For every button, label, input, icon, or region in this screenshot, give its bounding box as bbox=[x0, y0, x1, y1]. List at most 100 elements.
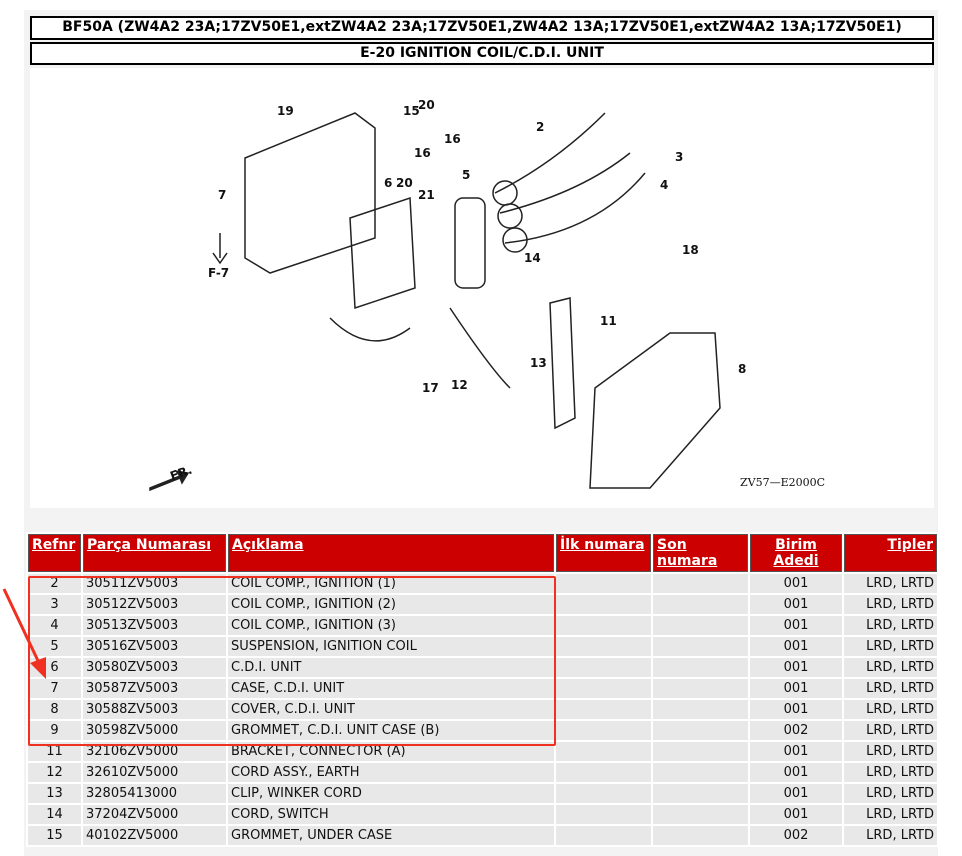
cell-quantity: 002 bbox=[750, 826, 842, 845]
cell-description: CORD, SWITCH bbox=[228, 805, 554, 824]
cell-description: GROMMET, UNDER CASE bbox=[228, 826, 554, 845]
callout: 21 bbox=[418, 188, 435, 202]
cell-description: BRACKET, CONNECTOR (A) bbox=[228, 742, 554, 761]
cell-last-number bbox=[653, 595, 748, 614]
cell-first-number bbox=[556, 574, 651, 593]
cell-first-number bbox=[556, 742, 651, 761]
case-outline bbox=[244, 112, 376, 274]
cell-part-number: 30513ZV5003 bbox=[83, 616, 226, 635]
callout: 17 bbox=[422, 381, 439, 395]
model-title: BF50A (ZW4A2 23A;17ZV50E1,extZW4A2 23A;1… bbox=[30, 16, 934, 40]
red-arrow-annotation bbox=[2, 588, 46, 679]
cell-first-number bbox=[556, 721, 651, 740]
header-types[interactable]: Tipler bbox=[844, 534, 937, 572]
header-quantity[interactable]: Birim Adedi bbox=[750, 534, 842, 572]
cell-refnr: 15 bbox=[28, 826, 81, 845]
callout: 2 bbox=[536, 120, 545, 134]
cell-quantity: 001 bbox=[750, 595, 842, 614]
callout: 18 bbox=[682, 243, 699, 257]
cell-types: LRD, LRTD bbox=[844, 826, 937, 845]
callout: 13 bbox=[530, 356, 547, 370]
cell-part-number: 30512ZV5003 bbox=[83, 595, 226, 614]
header-first-number[interactable]: İlk numara bbox=[556, 534, 651, 572]
cell-refnr: 5 bbox=[28, 637, 81, 656]
cell-description: CASE, C.D.I. UNIT bbox=[228, 679, 554, 698]
cell-quantity: 001 bbox=[750, 679, 842, 698]
cell-last-number bbox=[653, 658, 748, 677]
cell-last-number bbox=[653, 637, 748, 656]
callout: 4 bbox=[660, 178, 669, 192]
cell-last-number bbox=[653, 679, 748, 698]
callout: 6 bbox=[384, 176, 393, 190]
cell-types: LRD, LRTD bbox=[844, 784, 937, 803]
cell-quantity: 001 bbox=[750, 637, 842, 656]
cell-part-number: 32610ZV5000 bbox=[83, 763, 226, 782]
cell-first-number bbox=[556, 658, 651, 677]
cell-refnr: 2 bbox=[28, 574, 81, 593]
header-refnr[interactable]: Refnr bbox=[28, 534, 81, 572]
cover bbox=[589, 332, 721, 489]
cell-description: C.D.I. UNIT bbox=[228, 658, 554, 677]
callout: 14 bbox=[524, 251, 541, 265]
header-last-number[interactable]: Son numara bbox=[653, 534, 748, 572]
cell-types: LRD, LRTD bbox=[844, 742, 937, 761]
cell-first-number bbox=[556, 679, 651, 698]
cell-description: COIL COMP., IGNITION (3) bbox=[228, 616, 554, 635]
cell-types: LRD, LRTD bbox=[844, 574, 937, 593]
diagram-code: ZV57—E2000C bbox=[740, 476, 826, 489]
cell-first-number bbox=[556, 616, 651, 635]
cell-last-number bbox=[653, 826, 748, 845]
cell-last-number bbox=[653, 805, 748, 824]
cell-part-number: 30580ZV5003 bbox=[83, 658, 226, 677]
cell-description: COIL COMP., IGNITION (1) bbox=[228, 574, 554, 593]
cell-types: LRD, LRTD bbox=[844, 721, 937, 740]
cell-part-number: 30587ZV5003 bbox=[83, 679, 226, 698]
cdi-unit bbox=[349, 196, 416, 310]
header-part-number[interactable]: Parça Numarası bbox=[83, 534, 226, 572]
front-arrow bbox=[149, 469, 190, 492]
coil-suspension bbox=[454, 197, 486, 289]
cell-description: COVER, C.D.I. UNIT bbox=[228, 700, 554, 719]
cell-last-number bbox=[653, 721, 748, 740]
cell-types: LRD, LRTD bbox=[844, 616, 937, 635]
cell-types: LRD, LRTD bbox=[844, 700, 937, 719]
callout: 8 bbox=[738, 362, 747, 376]
cell-first-number bbox=[556, 826, 651, 845]
cell-description: COIL COMP., IGNITION (2) bbox=[228, 595, 554, 614]
cell-refnr: 9 bbox=[28, 721, 81, 740]
cell-refnr: 7 bbox=[28, 679, 81, 698]
cell-quantity: 001 bbox=[750, 805, 842, 824]
cell-quantity: 001 bbox=[750, 574, 842, 593]
cell-types: LRD, LRTD bbox=[844, 637, 937, 656]
callout: 19 bbox=[277, 104, 294, 118]
header-description[interactable]: Açıklama bbox=[228, 534, 554, 572]
cell-types: LRD, LRTD bbox=[844, 658, 937, 677]
cell-quantity: 001 bbox=[750, 700, 842, 719]
parts-table: Refnr Parça Numarası Açıklama İlk numara… bbox=[26, 532, 939, 847]
cell-part-number: 30588ZV5003 bbox=[83, 700, 226, 719]
cell-first-number bbox=[556, 595, 651, 614]
cell-first-number bbox=[556, 763, 651, 782]
cell-last-number bbox=[653, 784, 748, 803]
cell-description: CLIP, WINKER CORD bbox=[228, 784, 554, 803]
cell-first-number bbox=[556, 700, 651, 719]
section-title: E-20 IGNITION COIL/C.D.I. UNIT bbox=[30, 42, 934, 65]
cell-part-number: 40102ZV5000 bbox=[83, 826, 226, 845]
cell-description: SUSPENSION, IGNITION COIL bbox=[228, 637, 554, 656]
cell-part-number: 37204ZV5000 bbox=[83, 805, 226, 824]
cell-first-number bbox=[556, 805, 651, 824]
cell-part-number: 30511ZV5003 bbox=[83, 574, 226, 593]
